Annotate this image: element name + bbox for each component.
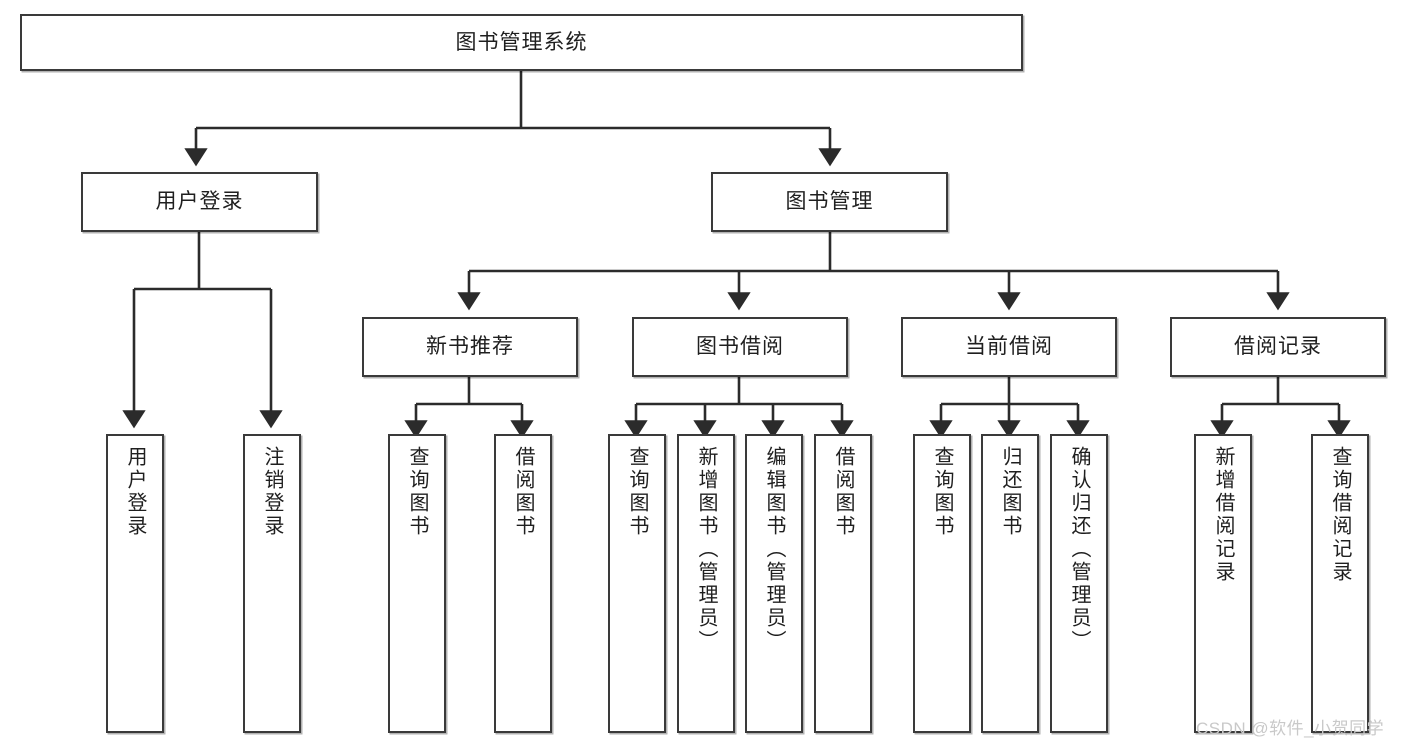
node-label: 用户登录: [124, 446, 146, 538]
node-book-borrow[interactable]: 图书借阅: [632, 317, 848, 377]
node-current-borrow[interactable]: 当前借阅: [901, 317, 1117, 377]
leaf-borrow-borrow-book[interactable]: 借阅图书: [814, 434, 872, 733]
leaf-borrow-query-book[interactable]: 查询图书: [608, 434, 666, 733]
node-borrow-record[interactable]: 借阅记录: [1170, 317, 1386, 377]
node-user-login[interactable]: 用户登录: [81, 172, 318, 232]
node-label: 图书管理系统: [455, 30, 588, 54]
node-book-management[interactable]: 图书管理: [711, 172, 948, 232]
node-label: 编辑图书（管理员）: [763, 446, 785, 653]
node-label: 当前借阅: [965, 335, 1053, 359]
leaf-current-return-book[interactable]: 归还图书: [981, 434, 1039, 733]
node-label: 借阅记录: [1234, 335, 1322, 359]
leaf-user-login-login[interactable]: 用户登录: [106, 434, 164, 733]
node-label: 查询图书: [406, 446, 428, 538]
node-label: 图书借阅: [696, 335, 784, 359]
node-label: 用户登录: [155, 190, 244, 214]
leaf-borrow-add-book-admin[interactable]: 新增图书（管理员）: [677, 434, 735, 733]
node-root-system[interactable]: 图书管理系统: [20, 14, 1023, 71]
node-label: 图书管理: [785, 190, 874, 214]
leaf-record-add-record[interactable]: 新增借阅记录: [1194, 434, 1252, 733]
node-label: 查询图书: [626, 446, 648, 538]
node-label: 查询借阅记录: [1329, 446, 1351, 584]
node-label: 新书推荐: [426, 335, 514, 359]
leaf-record-query-record[interactable]: 查询借阅记录: [1311, 434, 1369, 733]
node-label: 注销登录: [261, 446, 283, 538]
node-label: 确认归还（管理员）: [1068, 446, 1090, 653]
node-label: 借阅图书: [512, 446, 534, 538]
leaf-recommend-query-book[interactable]: 查询图书: [388, 434, 446, 733]
leaf-borrow-edit-book-admin[interactable]: 编辑图书（管理员）: [745, 434, 803, 733]
node-new-book-recommend[interactable]: 新书推荐: [362, 317, 578, 377]
node-label: 新增图书（管理员）: [695, 446, 717, 653]
leaf-current-confirm-return-admin[interactable]: 确认归还（管理员）: [1050, 434, 1108, 733]
leaf-recommend-borrow-book[interactable]: 借阅图书: [494, 434, 552, 733]
node-label: 查询图书: [931, 446, 953, 538]
node-label: 借阅图书: [832, 446, 854, 538]
node-label: 归还图书: [999, 446, 1021, 538]
node-label: 新增借阅记录: [1212, 446, 1234, 584]
leaf-current-query-book[interactable]: 查询图书: [913, 434, 971, 733]
leaf-user-login-logout[interactable]: 注销登录: [243, 434, 301, 733]
